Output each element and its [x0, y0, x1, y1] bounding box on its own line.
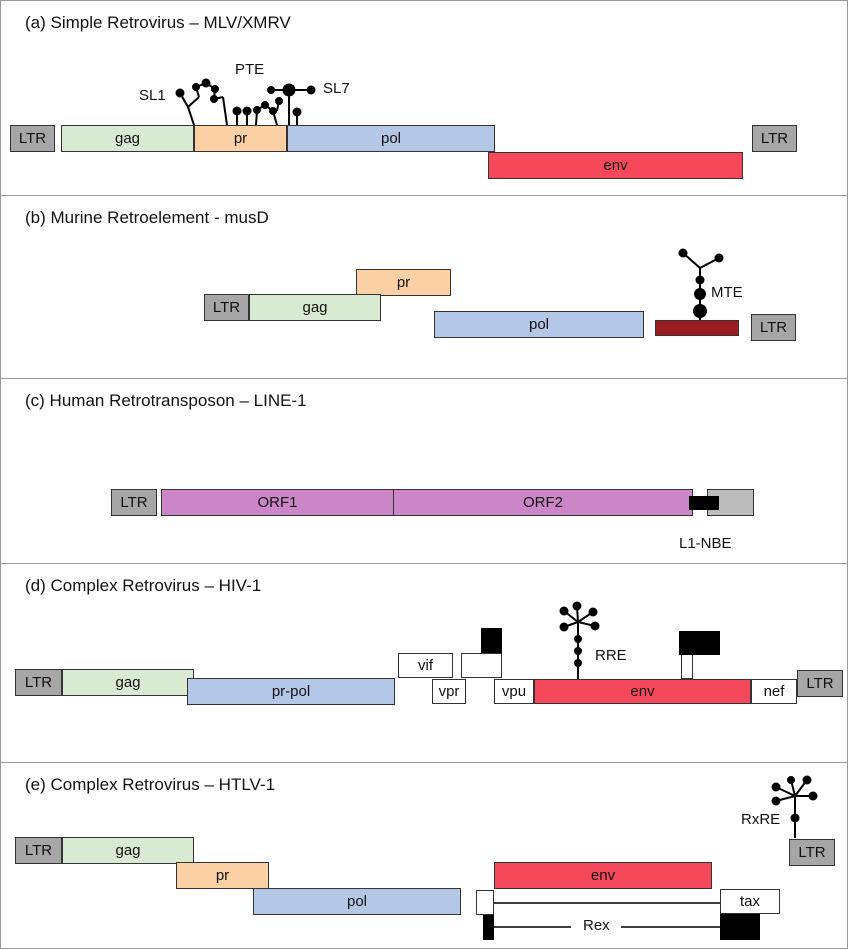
pol-gene: pol	[434, 311, 644, 338]
pr-gene: pr	[356, 269, 451, 296]
tat-rev-black-exon2	[679, 631, 720, 655]
env-gene: env	[488, 152, 743, 179]
l1-nbe-element	[689, 496, 719, 510]
pol-gene: pol	[287, 125, 495, 152]
tat-rev-black-exon	[481, 628, 502, 653]
rex-exon1	[483, 915, 494, 940]
panel-d-hiv1: (d) Complex Retrovirus – HIV-1 LTR gag p…	[0, 563, 848, 763]
panel-e-title: (e) Complex Retrovirus – HTLV-1	[25, 775, 276, 794]
ltr-left: LTR	[204, 294, 249, 321]
tat-rev-exon1	[461, 653, 502, 678]
mte-label: MTE	[711, 284, 743, 301]
rex-label: Rex	[583, 917, 610, 934]
splice-lines-icon	[494, 902, 720, 928]
tat-rev-exon2-stem	[681, 654, 693, 679]
panel-b-musd: (b) Murine Retroelement - musD pr LTR ga…	[0, 195, 848, 379]
ltr-right: LTR	[751, 314, 796, 341]
vpr-gene: vpr	[432, 679, 466, 704]
pte-label: PTE	[235, 61, 265, 78]
pr-pol-gene: pr-pol	[187, 678, 395, 705]
env-gene: env	[534, 679, 751, 704]
ltr-right: LTR	[797, 670, 843, 697]
pr-gene: pr	[176, 862, 269, 889]
env-gene: env	[494, 862, 712, 889]
tax-exon1	[476, 890, 494, 915]
rxre-label: RxRE	[741, 811, 781, 828]
sl7-label: SL7	[323, 80, 350, 97]
panel-c-title: (c) Human Retrotransposon – LINE-1	[25, 391, 307, 410]
stem-loop-structures-icon	[175, 78, 316, 126]
panel-d-title: (d) Complex Retrovirus – HIV-1	[25, 576, 262, 595]
rex-exon2	[720, 914, 760, 940]
rxre-structure-icon	[771, 775, 818, 838]
tax-gene: tax	[720, 889, 780, 914]
gag-gene: gag	[62, 837, 194, 864]
gag-gene: gag	[62, 669, 194, 696]
pr-gene: pr	[194, 125, 287, 152]
orf1-gene: ORF1	[161, 489, 394, 516]
panel-c-line1: (c) Human Retrotransposon – LINE-1 LTR O…	[0, 378, 848, 564]
panel-b-title: (b) Murine Retroelement - musD	[25, 208, 269, 227]
mte-structure-icon	[678, 248, 724, 320]
l1-nbe-label: L1-NBE	[679, 535, 732, 552]
rre-structure-icon	[559, 601, 600, 679]
ltr-left: LTR	[10, 125, 55, 152]
ltr-right: LTR	[789, 839, 835, 866]
sl1-label: SL1	[139, 87, 166, 104]
panel-e-htlv1: (e) Complex Retrovirus – HTLV-1 LTR gag …	[0, 762, 848, 949]
vpu-gene: vpu	[494, 679, 534, 704]
pol-gene: pol	[253, 888, 461, 915]
rre-label: RRE	[595, 647, 627, 664]
panel-a-mlv-xmrv: (a) Simple Retrovirus – MLV/XMRV	[0, 0, 848, 196]
ltr-right: LTR	[752, 125, 797, 152]
ltr-left: LTR	[15, 837, 62, 864]
gag-gene: gag	[249, 294, 381, 321]
mte-bar	[655, 320, 739, 336]
nef-gene: nef	[751, 679, 797, 704]
vif-gene: vif	[398, 653, 453, 678]
panel-a-title: (a) Simple Retrovirus – MLV/XMRV	[25, 13, 291, 32]
gag-gene: gag	[61, 125, 194, 152]
ltr-left: LTR	[15, 669, 62, 696]
ltr-left: LTR	[111, 489, 157, 516]
orf2-gene: ORF2	[393, 489, 693, 516]
